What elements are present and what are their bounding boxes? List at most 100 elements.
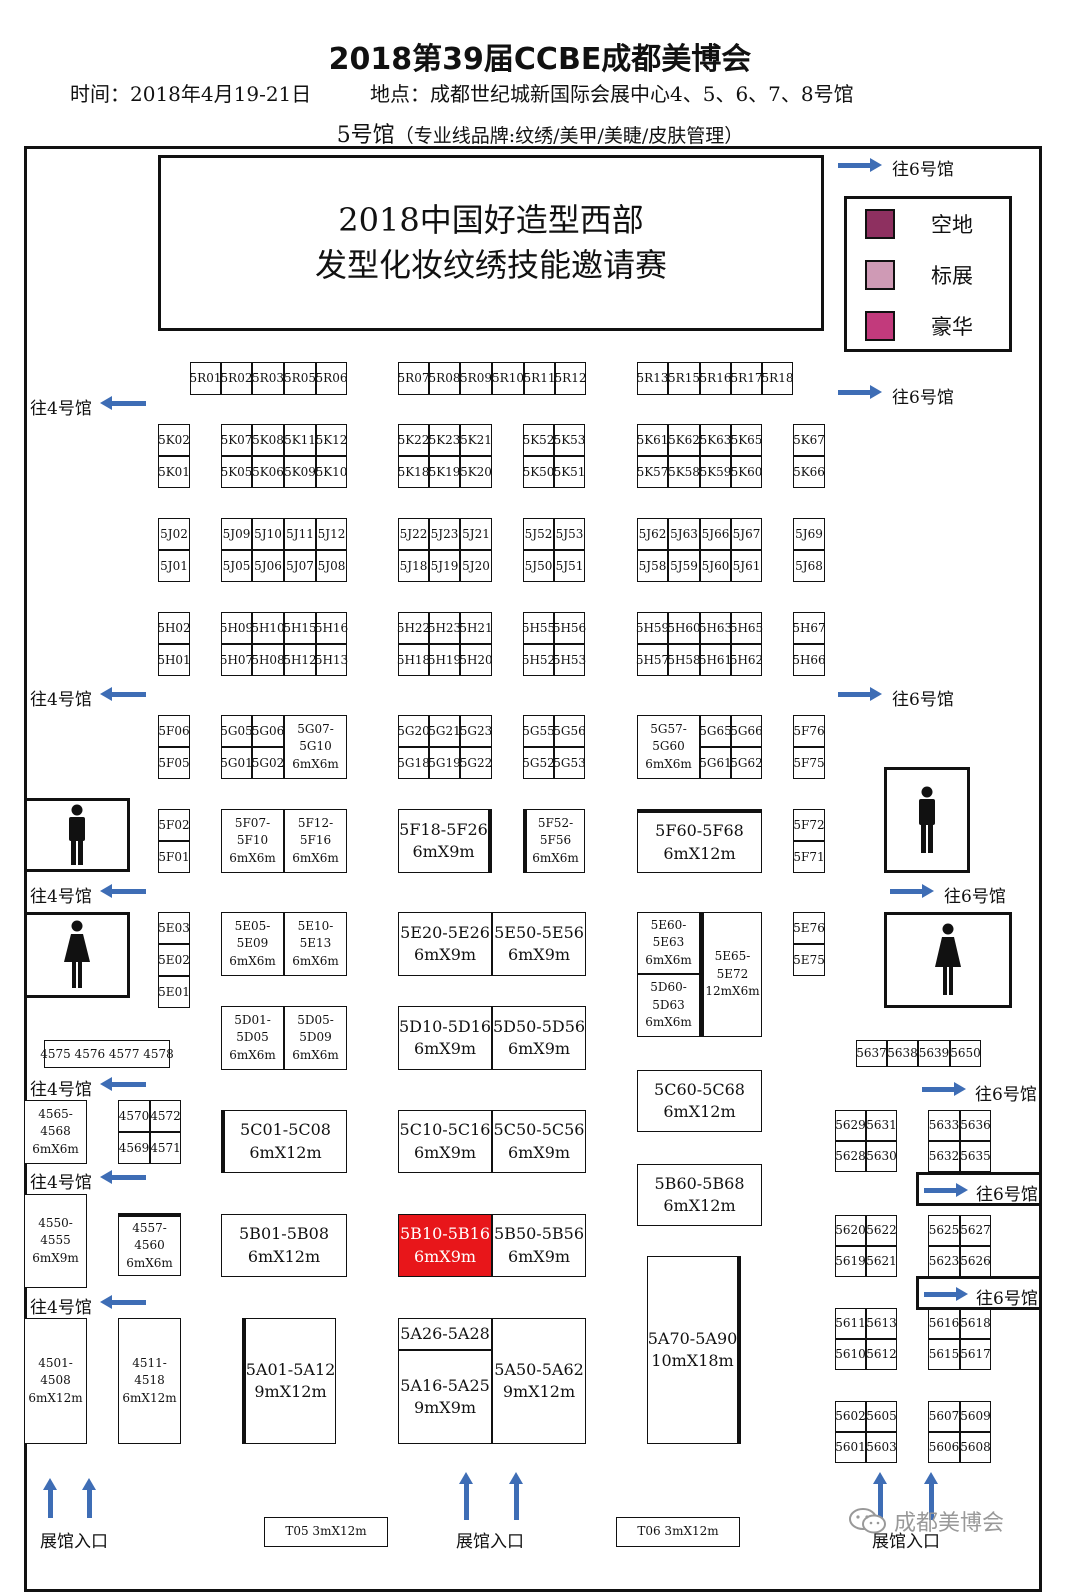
booth-5k60[interactable]: 5K60 — [731, 456, 762, 488]
booth-5h55[interactable]: 5H55 — [522, 612, 555, 644]
booth-5h23[interactable]: 5H23 — [428, 612, 461, 644]
booth-5g05[interactable]: 5G05 — [220, 715, 253, 747]
booth-5h19[interactable]: 5H19 — [428, 644, 461, 676]
booth-5h22[interactable]: 5H22 — [397, 612, 430, 644]
booth-5j53[interactable]: 5J53 — [554, 518, 585, 550]
booth-5k20[interactable]: 5K20 — [460, 456, 492, 488]
booth-5r06[interactable]: 5R06 — [316, 362, 347, 395]
booth-5h57[interactable]: 5H57 — [636, 644, 669, 676]
booth-5h02[interactable]: 5H02 — [157, 612, 191, 644]
booth-5627[interactable]: 5627 — [960, 1215, 991, 1246]
booth-5j66[interactable]: 5J66 — [700, 518, 731, 550]
booth-5638[interactable]: 5638 — [887, 1040, 918, 1067]
booth-5602[interactable]: 5602 — [835, 1401, 866, 1432]
booth-5h18[interactable]: 5H18 — [397, 644, 430, 676]
booth-5k59[interactable]: 5K59 — [700, 456, 731, 488]
booth-5h67[interactable]: 5H67 — [792, 612, 826, 644]
booth-5j10[interactable]: 5J10 — [252, 518, 284, 550]
booth-5j50[interactable]: 5J50 — [523, 550, 554, 582]
booth-5j08[interactable]: 5J08 — [316, 550, 347, 582]
booth-5f75[interactable]: 5F75 — [793, 747, 825, 779]
booth-5j22[interactable]: 5J22 — [398, 518, 429, 550]
booth-5k01[interactable]: 5K01 — [158, 456, 190, 488]
booth-5h59[interactable]: 5H59 — [636, 612, 669, 644]
booth-5j67[interactable]: 5J67 — [731, 518, 762, 550]
booth-5613[interactable]: 5613 — [866, 1308, 897, 1339]
booth-5r03[interactable]: 5R03 — [252, 362, 284, 395]
booth-5h56[interactable]: 5H56 — [553, 612, 586, 644]
booth-5k67[interactable]: 5K67 — [793, 424, 825, 456]
booth-5650[interactable]: 5650 — [950, 1040, 981, 1067]
booth-5603[interactable]: 5603 — [866, 1432, 897, 1463]
booth-5f02[interactable]: 5F02 — [158, 809, 190, 841]
booth-5637[interactable]: 5637 — [856, 1040, 887, 1067]
booth-5k09[interactable]: 5K09 — [284, 456, 316, 488]
booth-5h09[interactable]: 5H09 — [220, 612, 253, 644]
entrance-label[interactable]: 展馆入口 — [872, 1532, 940, 1552]
booth-4571[interactable]: 4571 — [150, 1132, 181, 1164]
restroom-female[interactable] — [24, 912, 130, 998]
booth-5619[interactable]: 5619 — [835, 1246, 866, 1277]
booth-5g62[interactable]: 5G62 — [730, 747, 763, 779]
booth-5k11[interactable]: 5K11 — [284, 424, 316, 456]
restroom-female[interactable] — [884, 912, 1012, 1008]
booth-5k63[interactable]: 5K63 — [700, 424, 731, 456]
booth-5j58[interactable]: 5J58 — [637, 550, 668, 582]
booth-5f71[interactable]: 5F71 — [793, 841, 825, 873]
booth-5r18[interactable]: 5R18 — [762, 362, 793, 395]
booth-5k22[interactable]: 5K22 — [398, 424, 429, 456]
booth-5k18[interactable]: 5K18 — [398, 456, 429, 488]
booth-5e75[interactable]: 5E75 — [793, 944, 825, 976]
booth-5j11[interactable]: 5J11 — [284, 518, 316, 550]
booth-5g53[interactable]: 5G53 — [553, 747, 586, 779]
booth-5k12[interactable]: 5K12 — [316, 424, 347, 456]
booth-5h13[interactable]: 5H13 — [315, 644, 348, 676]
booth-5j18[interactable]: 5J18 — [398, 550, 429, 582]
booth-5625[interactable]: 5625 — [928, 1215, 960, 1246]
booth-5k50[interactable]: 5K50 — [523, 456, 554, 488]
booth-5j01[interactable]: 5J01 — [158, 550, 190, 582]
booth-4570[interactable]: 4570 — [118, 1100, 150, 1132]
booth-5g61[interactable]: 5G61 — [699, 747, 732, 779]
booth-5h01[interactable]: 5H01 — [157, 644, 191, 676]
entrance-label[interactable]: 展馆入口 — [456, 1532, 524, 1552]
booth-5h08[interactable]: 5H08 — [251, 644, 285, 676]
booth-5j69[interactable]: 5J69 — [793, 518, 825, 550]
booth-5k62[interactable]: 5K62 — [668, 424, 700, 456]
booth-5j19[interactable]: 5J19 — [429, 550, 460, 582]
booth-5631[interactable]: 5631 — [866, 1110, 897, 1141]
booth-5639[interactable]: 5639 — [918, 1040, 950, 1067]
booth-5g19[interactable]: 5G19 — [428, 747, 461, 779]
booth-5k61[interactable]: 5K61 — [637, 424, 668, 456]
booth-5r13[interactable]: 5R13 — [637, 362, 668, 395]
booth-5k53[interactable]: 5K53 — [554, 424, 585, 456]
booth-5e03[interactable]: 5E03 — [158, 912, 190, 944]
booth-5h07[interactable]: 5H07 — [220, 644, 253, 676]
booth-5j06[interactable]: 5J06 — [252, 550, 284, 582]
booth-5k07[interactable]: 5K07 — [221, 424, 252, 456]
booth-4572[interactable]: 4572 — [150, 1100, 181, 1132]
booth-5j09[interactable]: 5J09 — [221, 518, 252, 550]
booth-5j61[interactable]: 5J61 — [731, 550, 762, 582]
restroom-male[interactable] — [884, 767, 970, 873]
passage-to-hall6[interactable]: 往6号馆 — [916, 1172, 1042, 1206]
booth-5623[interactable]: 5623 — [928, 1246, 960, 1277]
booth-5k51[interactable]: 5K51 — [554, 456, 585, 488]
